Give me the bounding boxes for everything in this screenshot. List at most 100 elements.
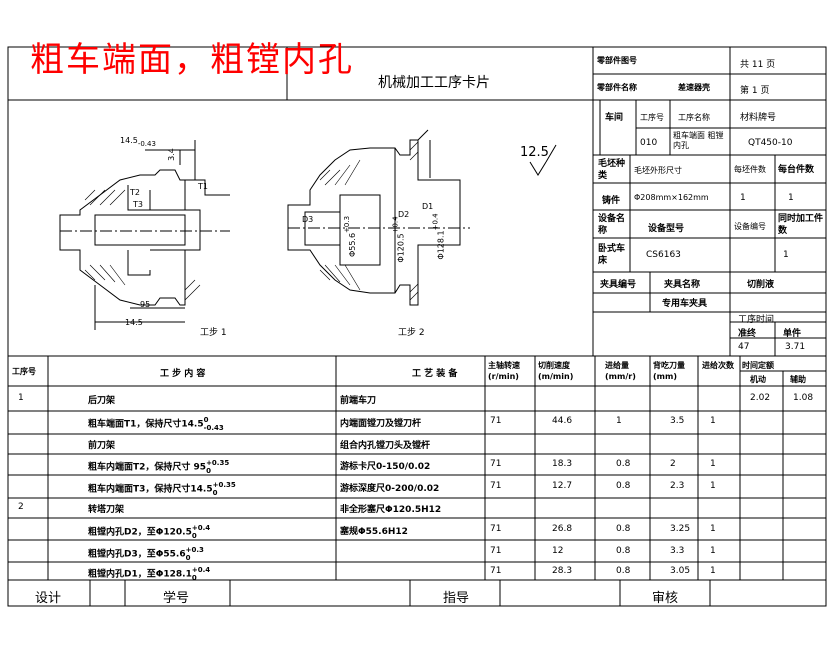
time-label: 工序时间 [738, 315, 775, 325]
blank-type-value: 铸件 [602, 196, 621, 206]
equip-name-value: 卧式车床 [598, 244, 626, 266]
coolant-label: 切削液 [747, 280, 775, 290]
dim-c: Φ55.6+0.3 [343, 215, 358, 258]
th-aux-time: 辅助 [790, 375, 806, 384]
cell-at: 1.08 [793, 393, 814, 403]
cell-feed: 0.8 [616, 566, 631, 576]
dim-g: 14.5 [125, 318, 143, 327]
cell-spindle: 71 [490, 416, 502, 426]
cell-equip: 组合内孔镗刀头及镗杆 [340, 441, 431, 451]
cell-spindle: 71 [490, 524, 502, 534]
cell-no: 2 [18, 502, 24, 512]
part-name-label: 零部件名称 [597, 83, 637, 92]
th-spindle: 主轴转速 (r/min) [488, 361, 520, 381]
th-speed: 切削速度 (m/min) [538, 361, 574, 381]
prep-label: 准终 [738, 329, 757, 339]
label-t1: T1 [198, 182, 208, 191]
footer-review: 审核 [652, 591, 679, 606]
simul-value: 1 [783, 250, 789, 260]
dim-e: Φ120.5+0.4 [391, 216, 406, 263]
dim-d: Φ128.1+0.4 [431, 213, 446, 260]
blank-size-label: 毛坯外形尺寸 [634, 166, 682, 175]
part-name-value: 差速器壳 [678, 83, 710, 92]
cell-passes: 1 [710, 459, 716, 469]
cell-depth: 3.25 [670, 524, 691, 534]
simul-label: 同时加工件数 [778, 214, 824, 236]
process-no-label: 工序号 [640, 113, 664, 122]
step2-drawing [287, 129, 557, 306]
th-step-no: 工序号 [12, 367, 36, 376]
th-equipment: 工 艺 装 备 [412, 369, 458, 379]
label-d2: D2 [398, 210, 410, 219]
footer-guide: 指导 [443, 591, 470, 606]
cell-speed: 28.3 [552, 566, 573, 576]
cell-spindle: 71 [490, 481, 502, 491]
th-passes: 进给次数 [702, 361, 734, 370]
cell-speed: 12.7 [552, 481, 573, 491]
cell-depth: 3.3 [670, 546, 685, 556]
cell-spindle: 71 [490, 459, 502, 469]
footer-design: 设计 [35, 591, 62, 606]
cell-depth: 2.3 [670, 481, 685, 491]
cell-mt: 2.02 [750, 393, 771, 403]
cell-feed: 0.8 [616, 481, 631, 491]
part-count-value: 1 [788, 193, 794, 203]
fixture-name-value: 专用车夹具 [662, 299, 708, 309]
cell-depth: 3.05 [670, 566, 691, 576]
cell-passes: 1 [710, 524, 716, 534]
equip-name-label: 设备名称 [598, 214, 626, 236]
process-name-label: 工序名称 [678, 113, 710, 122]
process-name-value: 粗车端面 粗镗内孔 [673, 131, 724, 150]
material-value: QT450-10 [748, 138, 793, 148]
equip-model-value: CS6163 [646, 250, 681, 260]
blank-type-label: 毛坯种类 [598, 159, 626, 181]
unit-label: 单件 [783, 329, 802, 339]
cell-content: 转塔刀架 [88, 505, 125, 515]
cell-content: 后刀架 [88, 396, 116, 406]
th-time-quota: 时间定额 [742, 361, 774, 370]
card-title: 机械加工工序卡片 [378, 75, 490, 91]
blank-count-label: 每坯件数 [734, 165, 766, 174]
cell-feed: 0.8 [616, 459, 631, 469]
material-label: 材料牌号 [740, 113, 777, 123]
cell-no: 1 [18, 393, 24, 403]
footer-student-no: 学号 [163, 591, 190, 606]
cell-spindle: 71 [490, 566, 502, 576]
part-count-label: 每台件数 [778, 165, 815, 175]
prep-value: 47 [738, 342, 750, 352]
cell-speed: 26.8 [552, 524, 573, 534]
label-d1: D1 [422, 202, 434, 211]
dim-b: 3.4 [166, 148, 176, 161]
workshop-label: 车间 [605, 113, 624, 123]
cell-feed: 0.8 [616, 546, 631, 556]
page-heading: 粗车端面，粗镗内孔 [30, 40, 354, 80]
cell-equip: 游标深度尺0-200/0.02 [340, 484, 440, 494]
fixture-name-label: 夹具名称 [664, 280, 701, 290]
th-machine-time: 机动 [750, 375, 766, 384]
cell-passes: 1 [710, 416, 716, 426]
cell-equip: 前端车刀 [340, 396, 377, 406]
cell-passes: 1 [710, 546, 716, 556]
cell-equip: 内端面镗刀及镗刀杆 [340, 419, 422, 429]
equip-model-label: 设备型号 [648, 224, 685, 234]
page-number: 第 1 页 [740, 86, 770, 96]
cell-passes: 1 [710, 566, 716, 576]
th-feed: 进给量 (mm/r) [605, 361, 636, 381]
cell-equip: 非全形塞尺Φ120.5H12 [340, 505, 442, 515]
roughness-value: 12.5 [520, 145, 549, 160]
step1-drawing [59, 140, 230, 330]
dim-f: 95 [140, 300, 151, 309]
cell-feed: 0.8 [616, 524, 631, 534]
fixture-no-label: 夹具编号 [600, 280, 637, 290]
cell-speed: 44.6 [552, 416, 573, 426]
label-d3: D3 [302, 215, 314, 224]
blank-count-value: 1 [740, 193, 746, 203]
cell-passes: 1 [710, 481, 716, 491]
th-step-content: 工 步 内 容 [160, 369, 206, 379]
cell-equip: 游标卡尺0-150/0.02 [340, 462, 431, 472]
